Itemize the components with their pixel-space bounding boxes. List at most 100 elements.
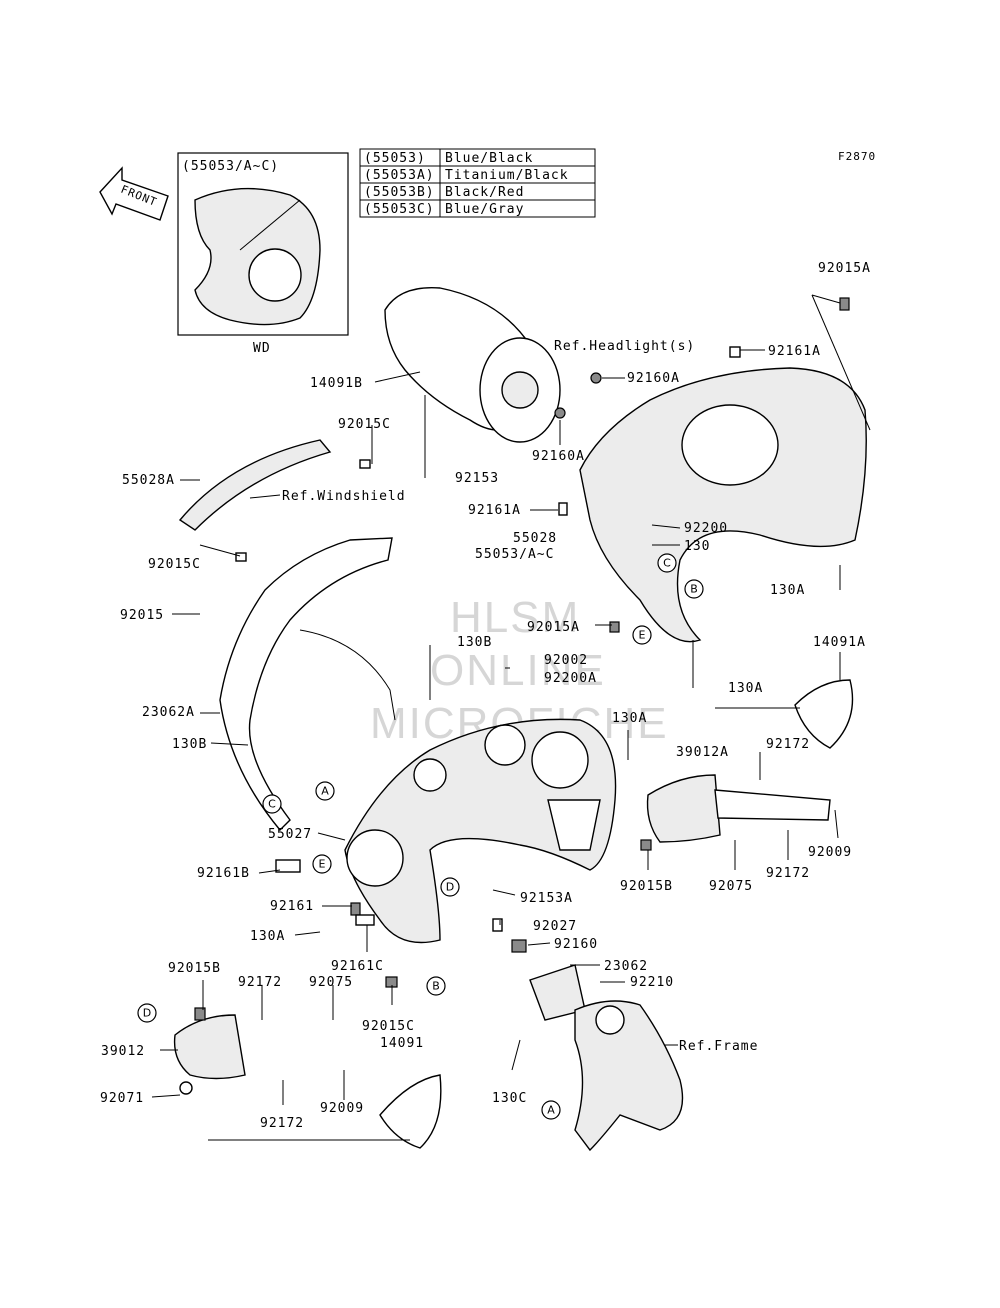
callout-a-2-text: A (547, 1104, 555, 1117)
color-name-3: Blue/Gray (445, 202, 524, 217)
label-92161: 92161 (270, 899, 314, 914)
speaker-left (346, 829, 404, 887)
callout-d-1-text: D (446, 881, 454, 894)
pad-92161c (355, 914, 375, 926)
front-arrow: FRONT (99, 166, 169, 221)
collar-92027 (492, 918, 503, 932)
grommet-92160 (511, 939, 527, 953)
color-code-1: (55053A) (364, 168, 435, 183)
label-92161b: 92161B (197, 866, 250, 881)
callout-b-2-text: B (690, 583, 698, 596)
label-92015: 92015 (120, 608, 164, 623)
nut-92160a-top (590, 372, 602, 384)
label-55053: 55053/A~C (475, 547, 554, 562)
pad-92161b (275, 859, 301, 873)
callout-b-1-text: B (432, 980, 440, 993)
outer-fairing (579, 367, 867, 643)
label-92015b-right: 92015B (620, 879, 673, 894)
label-92172-low: 92172 (260, 1116, 304, 1131)
label-14091b: 14091B (310, 376, 363, 391)
color-code-2: (55053B) (364, 185, 435, 200)
grommet-92015a-mid (609, 621, 620, 633)
label-92160: 92160 (554, 937, 598, 952)
watermark: HLSM ONLINE MICROFICHE (370, 593, 667, 748)
frame-tube (595, 1005, 625, 1035)
callout-b-1 (426, 976, 446, 996)
bracket-arm (299, 629, 396, 721)
callout-c-1 (262, 794, 282, 814)
label-92153a: 92153A (520, 891, 573, 906)
label-92015c-low: 92015C (362, 1019, 415, 1034)
grommet-92015c-top (359, 459, 371, 469)
label-92172-top: 92172 (766, 737, 810, 752)
label-130c: 130C (492, 1091, 527, 1106)
clamp-92071 (179, 1081, 193, 1095)
callout-d-2-text: D (143, 1007, 151, 1020)
gauge-1 (413, 758, 447, 792)
cover-14091 (379, 1074, 442, 1149)
bracket-39012 (173, 1014, 246, 1080)
label-130b-top: 130B (457, 635, 492, 650)
callout-d-2 (137, 1003, 157, 1023)
inset-header: (55053/A~C) (182, 159, 279, 174)
label-92161c: 92161C (331, 959, 384, 974)
inset-headlight (248, 248, 302, 302)
speaker-right (547, 799, 601, 851)
label-23062a: 23062A (142, 705, 195, 720)
bracket-39012a (646, 774, 721, 843)
outer-fairing-headlight (681, 404, 779, 486)
front-arrow-icon (99, 166, 169, 221)
watermark-line-1: HLSM (450, 593, 580, 642)
label-92161a-mid: 92161A (468, 503, 521, 518)
label-130a-mid: 130A (728, 681, 763, 696)
callout-e-2-text: E (639, 629, 646, 642)
color-table: (55053) Blue/Black (55053A) Titanium/Bla… (359, 148, 596, 218)
callout-b-2 (684, 579, 704, 599)
label-14091: 14091 (380, 1036, 424, 1051)
label-92161a-top: 92161A (768, 344, 821, 359)
label-92009-low: 92009 (320, 1101, 364, 1116)
diagram-id: F2870 (838, 150, 876, 163)
callout-d-1 (440, 877, 460, 897)
callout-a-1-text: A (321, 785, 329, 798)
nut-92161 (350, 902, 361, 916)
part-labels: 92015A Ref.Headlight(s) 92161A 14091B 92… (100, 261, 871, 1131)
nut-92161a-mid (558, 502, 568, 516)
label-92075-left: 92075 (309, 975, 353, 990)
color-code-0: (55053) (364, 151, 426, 166)
label-92015c-left: 92015C (148, 557, 201, 572)
label-39012: 39012 (101, 1044, 145, 1059)
label-92071: 92071 (100, 1091, 144, 1106)
label-92015a-mid: 92015A (527, 620, 580, 635)
color-code-3: (55053C) (364, 202, 435, 217)
windshield-trim (178, 439, 332, 531)
label-14091a: 14091A (813, 635, 866, 650)
label-92200a: 92200A (544, 671, 597, 686)
label-92015b-left: 92015B (168, 961, 221, 976)
label-39012a: 39012A (676, 745, 729, 760)
label-92160a-top: 92160A (627, 371, 680, 386)
gauge-3 (531, 731, 589, 789)
headlight-center (501, 371, 539, 409)
label-ref-windshield: Ref.Windshield (282, 489, 406, 504)
label-92160a-mid: 92160A (532, 449, 585, 464)
bracket-39012a-arm (714, 789, 831, 821)
inset-stripe (239, 199, 301, 251)
watermark-line-2: ONLINE (430, 646, 606, 695)
frame-bracket (219, 537, 393, 832)
callout-a-2 (541, 1100, 561, 1120)
label-92002: 92002 (544, 653, 588, 668)
parts-artwork (173, 286, 867, 1152)
label-92172-right: 92172 (766, 866, 810, 881)
label-92075-right: 92075 (709, 879, 753, 894)
label-92015a-top: 92015A (818, 261, 871, 276)
label-ref-headlight: Ref.Headlight(s) (554, 339, 695, 354)
color-name-2: Black/Red (445, 185, 524, 200)
leader-lines (151, 294, 871, 1141)
nut-92160a-mid (554, 407, 566, 419)
frame-reference (574, 1000, 684, 1152)
label-55028: 55028 (513, 531, 557, 546)
label-55028a: 55028A (122, 473, 175, 488)
